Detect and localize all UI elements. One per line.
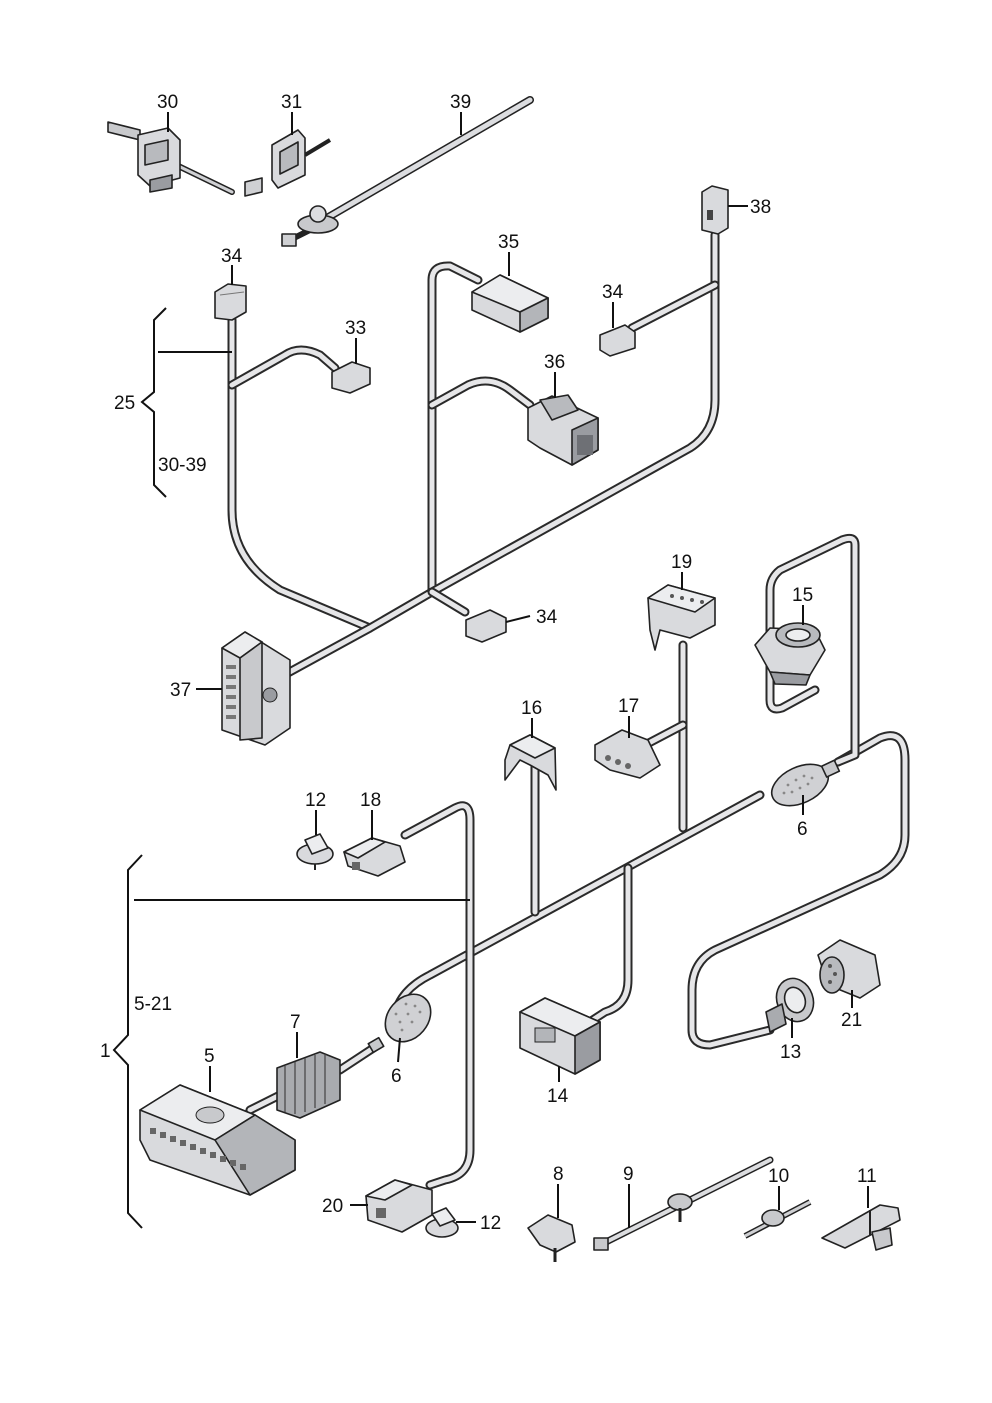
leader-lines <box>167 112 869 1228</box>
callout-17: 17 <box>618 696 639 717</box>
callout-33: 33 <box>345 318 366 339</box>
callout-37: 37 <box>170 680 191 701</box>
callout-12-b: 12 <box>480 1213 501 1234</box>
callout-11: 11 <box>857 1166 877 1187</box>
part-13-round-connector <box>765 977 815 1033</box>
callout-21: 21 <box>841 1010 862 1031</box>
callout-12-a: 12 <box>305 790 326 811</box>
part-15-round-connector <box>754 622 826 686</box>
part-36-connector <box>527 394 599 466</box>
callout-31: 31 <box>281 92 302 113</box>
callout-6-a: 6 <box>797 819 808 840</box>
callout-16: 16 <box>521 698 542 719</box>
callout-30-39: 30-39 <box>158 455 207 476</box>
lower-harness-wires <box>245 533 910 1190</box>
callout-36: 36 <box>544 352 565 373</box>
callout-5: 5 <box>204 1046 215 1067</box>
callout-1: 1 <box>100 1041 111 1062</box>
callout-13: 13 <box>780 1042 801 1063</box>
callout-14: 14 <box>547 1086 569 1107</box>
callout-6-b: 6 <box>391 1066 402 1087</box>
part-39-cable-tie <box>281 96 534 247</box>
part-10-tie-anchor <box>743 1199 812 1239</box>
part-12-clip-b <box>425 1207 459 1238</box>
part-20-connector <box>365 1179 433 1233</box>
callout-39: 39 <box>450 92 471 113</box>
upper-harness-wires <box>227 230 720 685</box>
part-5-large-connector <box>139 1084 296 1196</box>
part-8-clip <box>527 1214 576 1262</box>
part-18-connector <box>343 837 406 877</box>
callout-34-c: 34 <box>536 607 558 628</box>
part-11-bracket <box>821 1204 901 1251</box>
part-38-connector <box>701 185 729 235</box>
part-30-tie-clip <box>107 121 235 195</box>
brace-1 <box>112 854 470 1229</box>
callout-34-a: 34 <box>221 246 243 267</box>
part-14-connector <box>519 997 601 1075</box>
part-9-cable-tie <box>593 1156 774 1251</box>
part-12-clip-a <box>296 833 334 870</box>
callout-18: 18 <box>360 790 381 811</box>
part-33-connector <box>331 361 371 394</box>
callout-15: 15 <box>792 585 813 606</box>
callout-10: 10 <box>768 1166 789 1187</box>
part-6-grommet-b <box>367 993 432 1054</box>
callout-34-b: 34 <box>602 282 624 303</box>
part-34-connector-b <box>599 324 636 357</box>
part-21-connector <box>817 939 881 999</box>
part-37-connector-block <box>221 631 291 746</box>
part-19-connector <box>647 584 716 651</box>
callout-8: 8 <box>553 1164 564 1185</box>
callout-25: 25 <box>114 393 135 414</box>
callout-9: 9 <box>623 1164 634 1185</box>
part-34-connector-a <box>214 283 247 321</box>
brace-25 <box>140 307 232 498</box>
callout-7: 7 <box>290 1012 301 1033</box>
callout-5-21: 5-21 <box>134 994 172 1015</box>
part-31-clip <box>244 129 332 197</box>
part-6-grommet-a <box>770 759 841 807</box>
callout-38: 38 <box>750 197 771 218</box>
part-35-connector <box>471 274 549 333</box>
part-7-rubber-boot <box>276 1051 341 1119</box>
part-16-connector <box>504 734 557 791</box>
part-17-connector <box>594 729 661 779</box>
callout-30: 30 <box>157 92 178 113</box>
part-34-connector-c <box>465 609 507 643</box>
callout-35: 35 <box>498 232 519 253</box>
callout-labels: 30 31 39 38 34 35 34 33 36 25 30-39 34 3… <box>100 92 877 1234</box>
callout-20: 20 <box>322 1196 343 1217</box>
callout-19: 19 <box>671 552 692 573</box>
